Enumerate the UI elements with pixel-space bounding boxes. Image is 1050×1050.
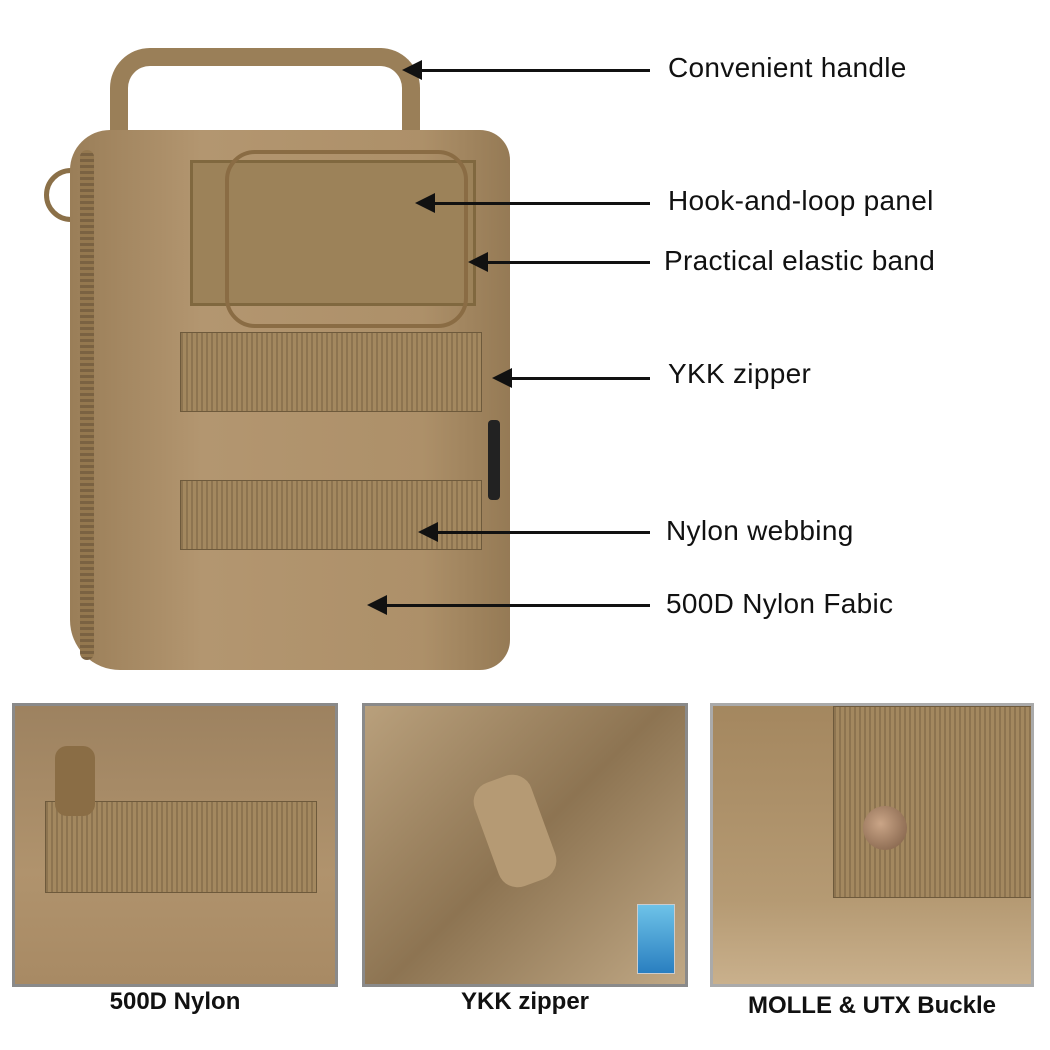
molle-webbing [833,706,1031,898]
detail-photo-nylon [12,703,338,987]
caption-nylon: 500D Nylon [109,988,241,1015]
arrow-zipper [492,368,650,388]
caption-zipper: YKK zipper [460,988,589,1015]
webbing-top [180,332,482,412]
callout-handle: Convenient handle [668,52,907,83]
detail-photo-zipper [362,703,688,987]
callout-elastic: Practical elastic band [664,245,936,276]
zipper-edge [80,150,94,660]
callout-webbing: Nylon webbing [666,515,854,546]
zipper-slider [467,769,563,893]
ykk-tag [637,904,675,974]
bag-photo [40,40,520,680]
callout-hook-loop: Hook-and-loop panel [668,185,934,216]
zipper-pull [488,420,500,500]
webbing-closeup [45,801,317,893]
callout-fabric: 500D Nylon Fabic [666,588,894,619]
callout-zipper: YKK zipper [668,358,812,389]
cord-lock [55,746,95,816]
elastic-band [225,150,468,328]
arrow-elastic [468,252,650,272]
caption-buckle: MOLLE & UTX Buckle [747,992,997,1019]
arrow-webbing [418,522,650,542]
snap-button [863,806,907,850]
detail-photo-buckle [710,703,1034,987]
arrow-handle [402,60,650,80]
arrow-hook-loop [415,193,650,213]
arrow-fabric [367,595,650,615]
hook-loop-panel [190,160,476,306]
